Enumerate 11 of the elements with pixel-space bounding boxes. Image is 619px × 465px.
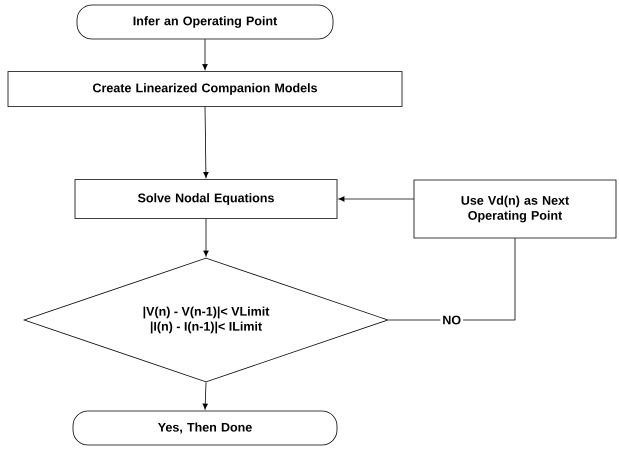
arrow bbox=[338, 196, 414, 202]
terminal-box: Yes, Then Done bbox=[72, 410, 338, 446]
arrow bbox=[203, 106, 209, 178]
edge-label: NO bbox=[440, 314, 464, 326]
process-box: Use Vd(n) as Next Operating Point bbox=[414, 180, 616, 238]
process-box: Create Linearized Companion Models bbox=[8, 71, 402, 107]
arrow bbox=[202, 382, 208, 410]
process-box: Solve Nodal Equations bbox=[74, 179, 338, 219]
arrow bbox=[203, 218, 209, 257]
arrow bbox=[202, 39, 208, 70]
terminal-box: Infer an Operating Point bbox=[76, 4, 334, 40]
